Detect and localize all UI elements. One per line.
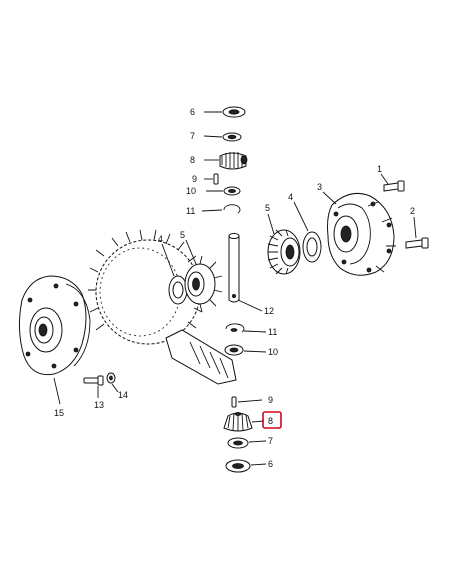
part-cross-shaft bbox=[228, 233, 240, 303]
callout-8-highlight-box[interactable] bbox=[262, 411, 282, 429]
callout-10-top: 10 bbox=[186, 186, 196, 196]
callout-11-bottom: 11 bbox=[268, 327, 277, 337]
callout-5-right: 5 bbox=[265, 203, 270, 213]
callout-6-top: 6 bbox=[190, 107, 195, 117]
part-snap-ring-top bbox=[223, 204, 241, 214]
part-side-gear-left bbox=[184, 255, 223, 313]
callout-9-bottom: 9 bbox=[268, 395, 273, 405]
leader-4-right bbox=[293, 201, 309, 232]
callout-8-top: 8 bbox=[190, 155, 195, 165]
callout-6-bottom: 6 bbox=[268, 459, 273, 469]
leader-10-bottom bbox=[243, 350, 267, 353]
callout-14: 14 bbox=[118, 390, 128, 400]
leader-2 bbox=[413, 216, 417, 239]
part-washer-top bbox=[222, 132, 242, 142]
leader-7-top bbox=[203, 135, 223, 138]
leader-1 bbox=[380, 173, 389, 185]
leader-15 bbox=[53, 377, 61, 405]
callout-4-left: 4 bbox=[158, 234, 163, 244]
part-snap-ring-bottom bbox=[225, 323, 245, 333]
callout-9-top: 9 bbox=[192, 174, 197, 184]
part-washer-10-top bbox=[223, 186, 241, 196]
callout-4-right: 4 bbox=[288, 192, 293, 202]
callout-1: 1 bbox=[377, 164, 382, 174]
leader-7-bottom bbox=[248, 440, 267, 443]
part-side-gear-washer-left bbox=[168, 275, 188, 305]
part-washer-bottom bbox=[227, 437, 249, 449]
leader-8-bottom bbox=[251, 420, 265, 423]
part-thrust-washer-bottom bbox=[225, 459, 251, 473]
callout-3: 3 bbox=[317, 182, 322, 192]
leader-11-top bbox=[201, 209, 223, 212]
callout-10-bottom: 10 bbox=[268, 347, 278, 357]
part-differential-case-right bbox=[327, 193, 396, 276]
part-drive-pinion bbox=[165, 329, 237, 385]
callout-2: 2 bbox=[410, 206, 415, 216]
part-pinion-gear-top bbox=[219, 152, 248, 170]
part-side-gear-right bbox=[267, 229, 301, 275]
callout-5-left: 5 bbox=[180, 230, 185, 240]
leader-3 bbox=[322, 191, 337, 205]
leader-9-bottom bbox=[237, 399, 263, 403]
part-pin-bottom bbox=[231, 396, 237, 408]
callout-13: 13 bbox=[94, 400, 104, 410]
leader-6-bottom bbox=[250, 463, 267, 466]
leader-12 bbox=[237, 299, 263, 312]
callout-15: 15 bbox=[54, 408, 64, 418]
callout-12: 12 bbox=[264, 306, 274, 316]
callout-7-top: 7 bbox=[190, 131, 195, 141]
leader-5-left bbox=[185, 239, 197, 265]
part-pinion-gear-bottom bbox=[223, 412, 253, 432]
callout-11-top: 11 bbox=[186, 206, 195, 216]
part-side-gear-washer-right bbox=[302, 231, 322, 263]
part-carrier-housing bbox=[18, 275, 91, 376]
leader-5-right bbox=[267, 213, 275, 235]
part-bolt-2 bbox=[405, 237, 429, 249]
part-bolt-1 bbox=[383, 180, 405, 192]
leader-14 bbox=[111, 383, 119, 393]
callout-7-bottom: 7 bbox=[268, 436, 273, 446]
leader-11-bottom bbox=[243, 330, 267, 333]
part-thrust-washer-top bbox=[222, 106, 246, 118]
part-pin-top bbox=[213, 173, 219, 185]
part-washer-14 bbox=[106, 372, 116, 384]
part-bolt-13 bbox=[83, 375, 104, 386]
leader-4-left bbox=[161, 243, 175, 277]
part-washer-10-bottom bbox=[224, 344, 244, 356]
callout-8-bottom[interactable]: 8 bbox=[268, 416, 273, 426]
